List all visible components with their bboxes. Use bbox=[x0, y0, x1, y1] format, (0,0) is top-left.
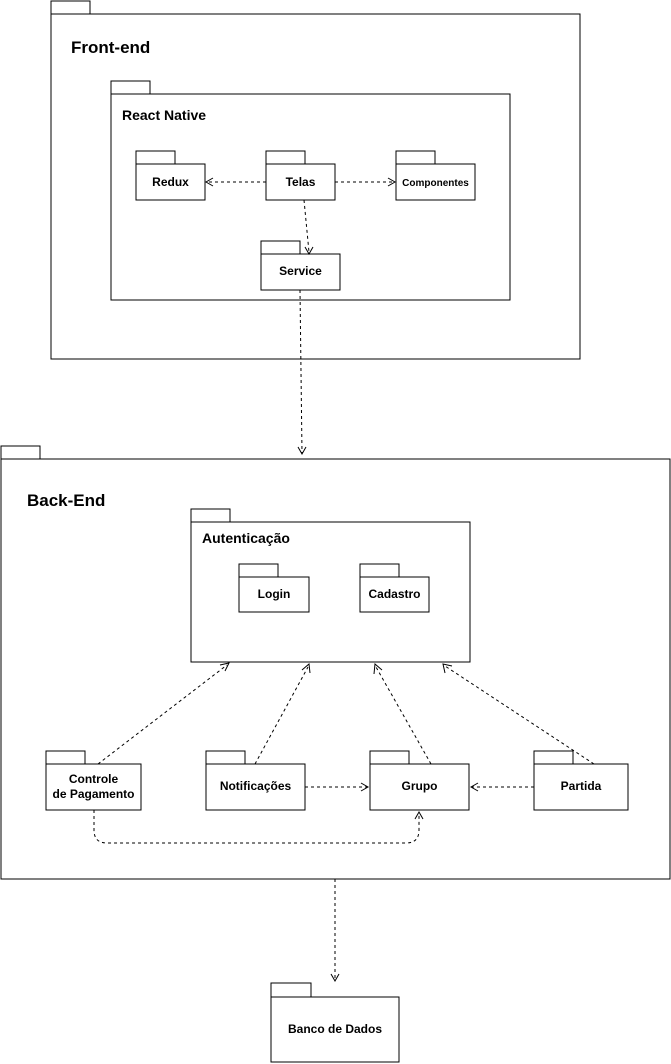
package-cadastro[interactable]: Cadastro bbox=[359, 563, 430, 613]
package-redux-label: Redux bbox=[152, 175, 189, 189]
package-service-label: Service bbox=[279, 264, 322, 278]
package-partida-label: Partida bbox=[561, 779, 602, 793]
package-notificacoes-label: Notificações bbox=[220, 779, 292, 793]
dependency-grupo-autenticacao bbox=[373, 662, 432, 765]
package-controle-pagamento[interactable]: Controle de Pagamento bbox=[45, 750, 142, 811]
package-service-tab bbox=[260, 240, 301, 255]
dependency-controle-grupo bbox=[93, 810, 424, 844]
package-banco-dados-label: Banco de Dados bbox=[288, 1022, 382, 1036]
dependency-partida-grupo bbox=[469, 782, 534, 792]
package-componentes-label: Componentes bbox=[402, 178, 469, 189]
package-banco-dados-body bbox=[270, 996, 400, 1063]
package-backend-title: Back-End bbox=[27, 491, 105, 510]
package-notificacoes-tab bbox=[205, 750, 246, 765]
package-login-body bbox=[238, 576, 310, 613]
dependency-notificacoes-grupo bbox=[305, 782, 370, 792]
package-autenticacao-tab bbox=[190, 508, 231, 523]
package-controle-pagamento-tab bbox=[45, 750, 86, 765]
package-redux-tab bbox=[135, 150, 176, 165]
package-frontend-title: Front-end bbox=[71, 38, 150, 57]
package-telas-tab bbox=[265, 150, 306, 165]
package-componentes-tab bbox=[395, 150, 436, 165]
package-notificacoes[interactable]: Notificações bbox=[205, 750, 306, 811]
package-service[interactable]: Service bbox=[260, 240, 341, 291]
package-partida-tab bbox=[533, 750, 574, 765]
package-telas[interactable]: Telas bbox=[265, 150, 336, 201]
dependency-controle-autenticacao bbox=[97, 662, 230, 765]
package-controle-pagamento-label-line1: Controle bbox=[69, 772, 119, 786]
package-backend-tab bbox=[0, 445, 41, 460]
package-notificacoes-body bbox=[205, 763, 306, 811]
package-componentes[interactable]: Componentes bbox=[395, 150, 476, 201]
dependency-backend-banco-dados bbox=[330, 879, 340, 983]
package-autenticacao-title: Autenticação bbox=[202, 530, 290, 546]
package-cadastro-body bbox=[359, 576, 430, 613]
package-componentes-body bbox=[395, 163, 476, 201]
package-login-label: Login bbox=[258, 587, 291, 601]
package-grupo[interactable]: Grupo bbox=[369, 750, 470, 811]
package-telas-label: Telas bbox=[286, 175, 316, 189]
package-react-native-title: React Native bbox=[122, 107, 206, 123]
package-cadastro-label: Cadastro bbox=[368, 587, 420, 601]
dependency-partida-autenticacao bbox=[442, 663, 595, 765]
package-grupo-body bbox=[369, 763, 470, 811]
package-banco-dados[interactable]: Banco de Dados bbox=[270, 982, 400, 1063]
package-controle-pagamento-label-line2: de Pagamento bbox=[52, 787, 134, 801]
dependency-telas-componentes bbox=[335, 177, 397, 187]
dependency-service-backend bbox=[297, 289, 307, 456]
dependency-telas-redux bbox=[204, 177, 266, 187]
package-controle-pagamento-body bbox=[45, 763, 142, 811]
dependency-telas-service bbox=[303, 199, 314, 256]
package-banco-dados-tab bbox=[270, 982, 312, 998]
package-grupo-label: Grupo bbox=[402, 779, 438, 793]
package-service-body bbox=[260, 253, 341, 291]
package-login[interactable]: Login bbox=[238, 563, 310, 613]
dependency-notificacoes-autenticacao bbox=[254, 663, 311, 765]
package-cadastro-tab bbox=[359, 563, 400, 578]
package-react-native-tab bbox=[110, 80, 151, 95]
package-grupo-tab bbox=[369, 750, 410, 765]
package-frontend-tab bbox=[50, 0, 91, 15]
package-login-tab bbox=[238, 563, 279, 578]
